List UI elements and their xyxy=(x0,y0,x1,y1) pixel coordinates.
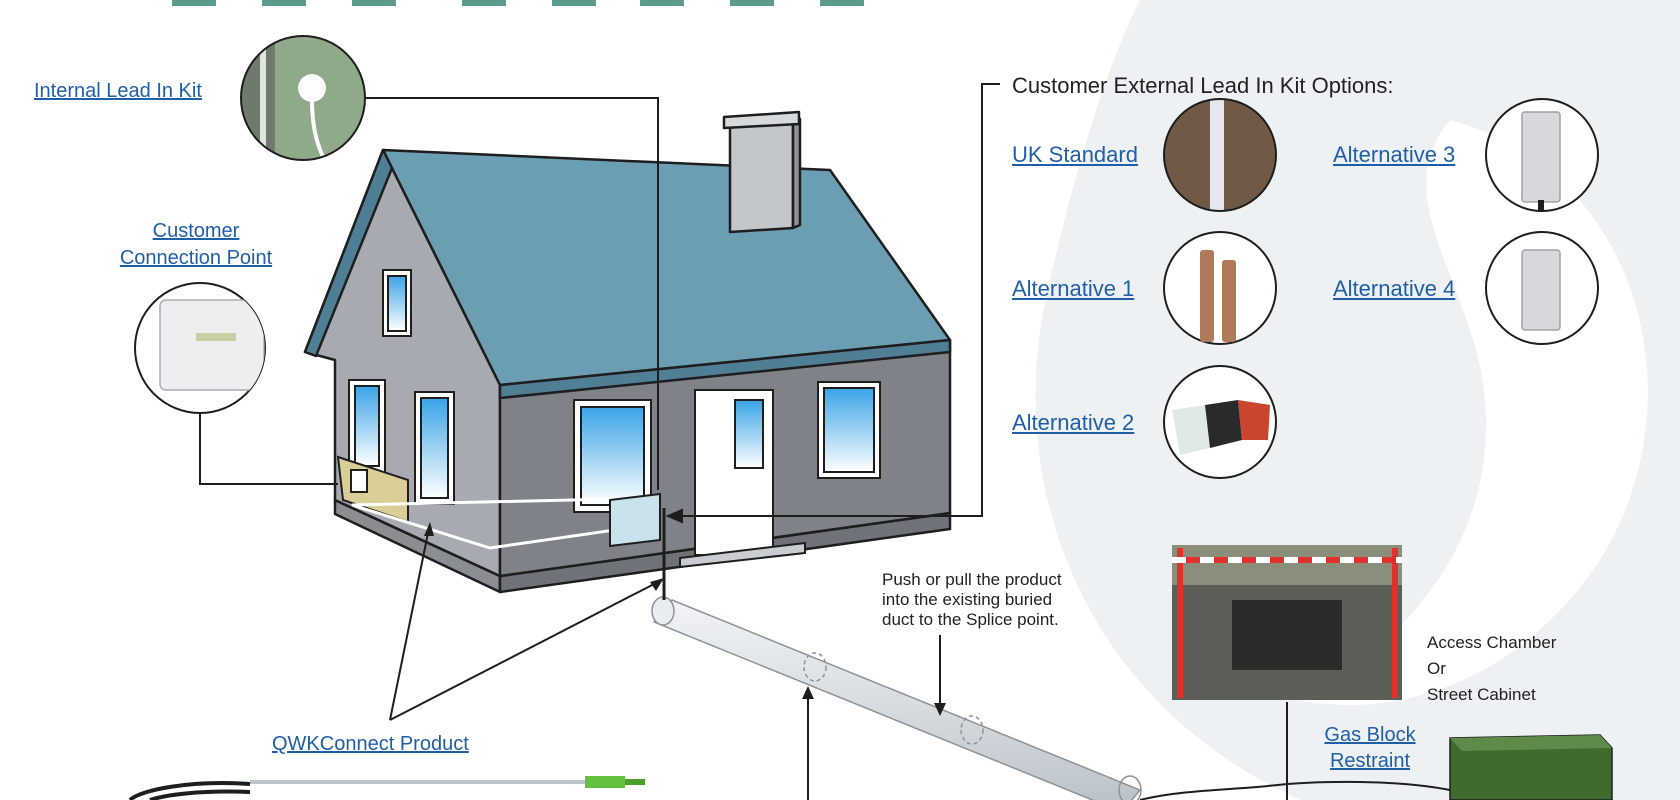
alternative-4-link[interactable]: Alternative 4 xyxy=(1333,276,1456,301)
customer-connection-point-photo xyxy=(134,282,266,414)
access-chamber-line-2: Or xyxy=(1427,659,1446,678)
uk-standard-photo xyxy=(1163,98,1277,212)
uk-standard-link[interactable]: UK Standard xyxy=(1012,142,1138,167)
access-chamber-caption: Access Chamber Or Street Cabinet xyxy=(1427,630,1556,708)
qwkconnect-product-image xyxy=(128,776,645,800)
gas-block-line-1: Gas Block xyxy=(1324,724,1416,746)
alternative-2-photo xyxy=(1163,365,1277,479)
alternative-3-link[interactable]: Alternative 3 xyxy=(1333,142,1456,167)
alternative-3-photo xyxy=(1485,98,1599,212)
house-windows xyxy=(348,269,881,569)
title-fragment xyxy=(172,0,864,6)
ccp-line-1: Customer xyxy=(152,220,240,242)
buried-duct xyxy=(651,596,1142,800)
alternative-1-link[interactable]: Alternative 1 xyxy=(1012,276,1135,301)
customer-connection-point-link[interactable]: Customer Connection Point xyxy=(106,218,286,272)
internal-lead-in-kit-link[interactable]: Internal Lead In Kit xyxy=(34,80,202,102)
push-pull-line-1: Push or pull the product xyxy=(882,570,1062,589)
qwkconnect-product-link[interactable]: QWKConnect Product xyxy=(272,733,469,755)
ccp-line-2: Connection Point xyxy=(119,247,273,269)
external-options-title: Customer External Lead In Kit Options: xyxy=(1012,73,1394,98)
gas-block-line-2: Restraint xyxy=(1329,750,1411,772)
access-chamber-line-1: Access Chamber xyxy=(1427,633,1557,652)
internal-kit-photo xyxy=(240,35,366,161)
access-chamber-line-3: Street Cabinet xyxy=(1427,685,1536,704)
alternative-2-link[interactable]: Alternative 2 xyxy=(1012,410,1135,435)
push-pull-instruction: Push or pull the product into the existi… xyxy=(882,570,1062,630)
internal-cable-route xyxy=(336,455,666,600)
push-pull-line-3: duct to the Splice point. xyxy=(882,610,1059,629)
alternative-1-photo xyxy=(1163,231,1277,345)
alternative-4-photo xyxy=(1485,231,1599,345)
street-cabinet xyxy=(1449,734,1613,800)
access-chamber-photo xyxy=(1172,545,1402,700)
gas-block-restraint-link[interactable]: Gas Block Restraint xyxy=(1310,722,1430,774)
connector-lines xyxy=(199,83,1451,800)
push-pull-line-2: into the existing buried xyxy=(882,590,1053,609)
